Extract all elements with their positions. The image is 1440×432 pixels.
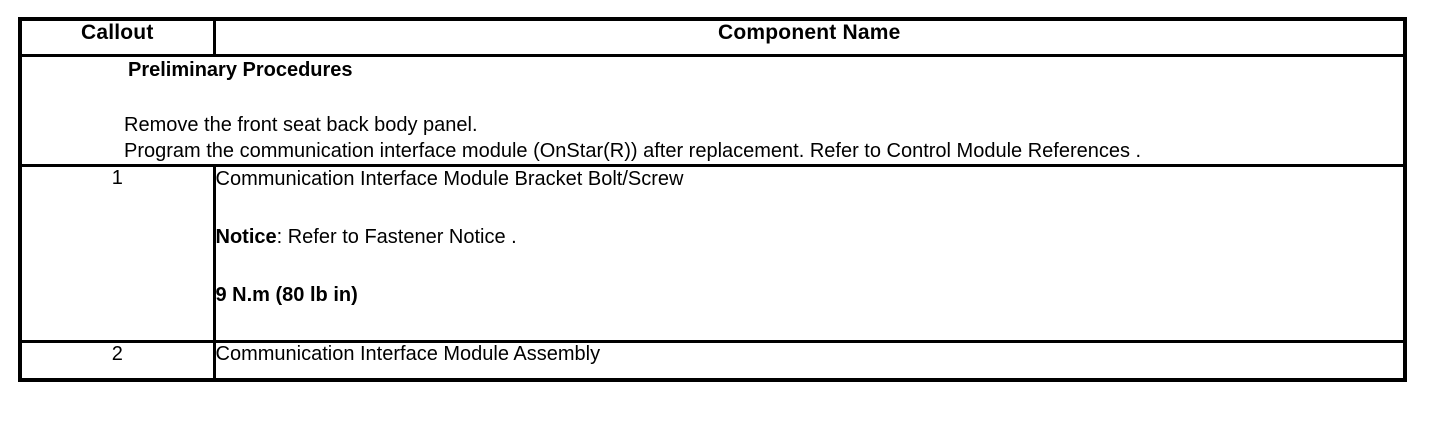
table-body: Preliminary Procedures Remove the front … bbox=[18, 54, 1407, 381]
component-callout-table: Callout Component Name Preliminary Proce… bbox=[18, 17, 1407, 382]
notice-label: Notice bbox=[215, 226, 277, 248]
table-header: Callout Component Name bbox=[18, 17, 1407, 57]
preliminary-procedure-line-2: Program the communication interface modu… bbox=[124, 140, 1142, 162]
table-header-row: Callout Component Name bbox=[18, 17, 1407, 57]
preliminary-procedures-row: Preliminary Procedures Remove the front … bbox=[18, 54, 1407, 167]
component-title-1: Communication Interface Module Bracket B… bbox=[215, 168, 684, 190]
torque-specification: 9 N.m (80 lb in) bbox=[215, 284, 358, 306]
fastener-notice-line: Notice: Refer to Fastener Notice . bbox=[216, 225, 1404, 250]
component-title-2: Communication Interface Module Assembly bbox=[212, 340, 1407, 381]
preliminary-procedures-heading: Preliminary Procedures bbox=[128, 59, 353, 81]
component-detail-cell-1: Communication Interface Module Bracket B… bbox=[212, 164, 1407, 343]
preliminary-procedures-cell: Preliminary Procedures Remove the front … bbox=[18, 54, 1407, 167]
detail-spacer-a bbox=[216, 192, 1404, 225]
column-header-component-name: Component Name bbox=[212, 17, 1407, 57]
callout-number-1: 1 bbox=[18, 164, 216, 343]
column-header-callout: Callout bbox=[18, 17, 216, 57]
preliminary-spacer bbox=[22, 83, 1403, 112]
preliminary-procedure-line-1: Remove the front seat back body panel. bbox=[124, 114, 478, 136]
notice-text: : Refer to Fastener Notice . bbox=[276, 226, 517, 248]
table-row: 2 Communication Interface Module Assembl… bbox=[18, 340, 1407, 381]
callout-number-2: 2 bbox=[18, 340, 216, 381]
table-row: 1 Communication Interface Module Bracket… bbox=[18, 164, 1407, 343]
detail-spacer-b bbox=[216, 250, 1404, 283]
